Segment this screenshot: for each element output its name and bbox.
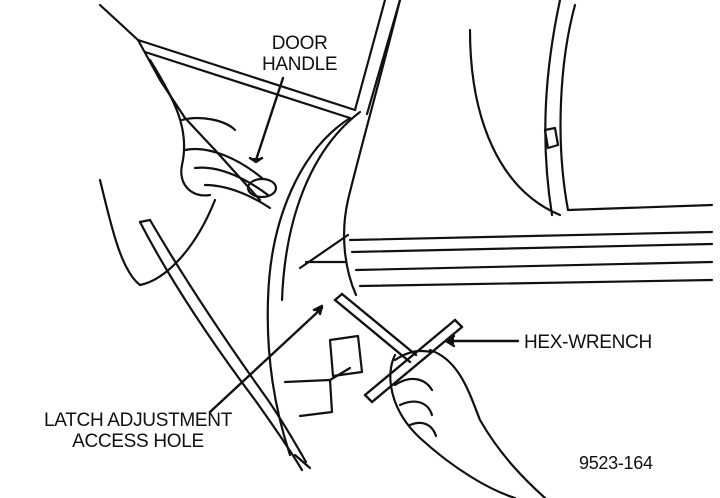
door-handle-arrowhead [248, 156, 264, 164]
door-handle-leader [254, 76, 285, 162]
latch-access-hole-label: LATCH ADJUSTMENT ACCESS HOLE [44, 410, 232, 452]
hand-with-wrench [389, 348, 547, 498]
door-handle-label-line1: DOOR [271, 33, 328, 54]
car-body [98, 0, 714, 457]
door-handle-label: DOOR HANDLE [262, 33, 338, 75]
latch-label-line1: LATCH ADJUSTMENT [44, 410, 233, 431]
leader-lines [208, 76, 520, 414]
hand-on-handle [98, 58, 278, 287]
door-handle-label-line2: HANDLE [262, 54, 338, 75]
hex-wrench-arrowhead [444, 334, 456, 348]
latch-arrowhead [312, 304, 324, 316]
figure-number: 9523-164 [579, 453, 653, 473]
hex-wrench-label: HEX-WRENCH [524, 332, 652, 353]
latch-leader [208, 306, 324, 414]
latch-label-line2: ACCESS HOLE [72, 431, 204, 452]
hex-wrench [333, 292, 464, 404]
